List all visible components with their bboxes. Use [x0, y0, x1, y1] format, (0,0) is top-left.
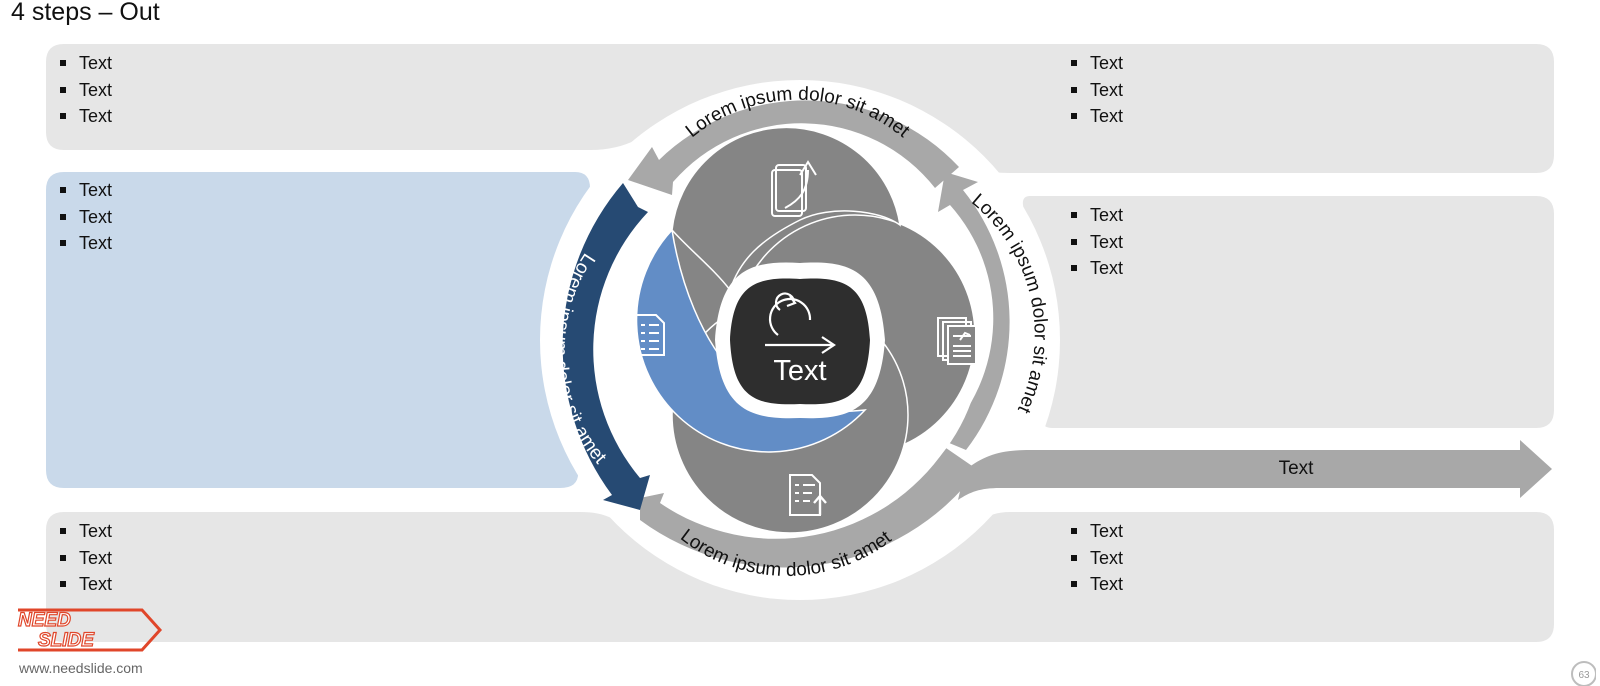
bullet-item: Text [1069, 50, 1123, 77]
bullet-list-bottom-left: Text Text Text [58, 518, 112, 598]
out-arrow-label: Text [1279, 458, 1315, 479]
bullet-item: Text [58, 518, 112, 545]
bullet-item: Text [1069, 518, 1123, 545]
bullet-item: Text [1069, 545, 1123, 572]
bullet-item: Text [58, 50, 112, 77]
bottom-cycle-arrow [640, 448, 978, 568]
panel-middle-right [1022, 196, 1554, 428]
bullet-item: Text [1069, 77, 1123, 104]
bullet-item: Text [1069, 229, 1123, 256]
bullet-item: Text [1069, 255, 1123, 282]
panel-middle-left [46, 172, 590, 488]
bullet-list-bottom-right: Text Text Text [1069, 518, 1123, 598]
center-hub [730, 278, 870, 405]
logo-line1: NEED [18, 610, 71, 631]
report-chart-icon [937, 317, 977, 365]
website-url: www.needslide.com [19, 660, 143, 676]
document-arrow-icon [771, 160, 817, 217]
needslide-logo: NEED SLIDE [17, 608, 163, 652]
center-label: Text [773, 355, 826, 387]
panel-bottom [46, 512, 1554, 642]
bullet-item: Text [1069, 103, 1123, 130]
bullet-item: Text [58, 177, 112, 204]
panel-top [46, 44, 1554, 173]
bullet-item: Text [1069, 571, 1123, 598]
page-number: 63 [1578, 670, 1590, 681]
left-cycle-arrow [562, 183, 650, 510]
checklist-upload-icon [789, 474, 827, 516]
bullet-item: Text [58, 545, 112, 572]
bullet-list-top-left: Text Text Text [58, 50, 112, 130]
cycle-icon [765, 292, 836, 354]
bullet-list-middle-left: Text Text Text [58, 177, 112, 257]
checklist-icon [635, 314, 665, 356]
page-number-badge: 63 [1571, 661, 1596, 686]
out-arrow [958, 440, 1552, 500]
bullet-item: Text [1069, 202, 1123, 229]
bullet-item: Text [58, 103, 112, 130]
bullet-item: Text [58, 571, 112, 598]
bullet-list-top-right: Text Text Text [1069, 50, 1123, 130]
bullet-item: Text [58, 204, 112, 231]
page-title: 4 steps – Out [11, 0, 160, 26]
top-cycle-arrow [628, 100, 959, 195]
bullet-item: Text [58, 230, 112, 257]
bullet-list-middle-right: Text Text Text [1069, 202, 1123, 282]
right-cycle-arrow [938, 172, 1010, 450]
logo-line2: SLIDE [38, 630, 95, 651]
bullet-item: Text [58, 77, 112, 104]
